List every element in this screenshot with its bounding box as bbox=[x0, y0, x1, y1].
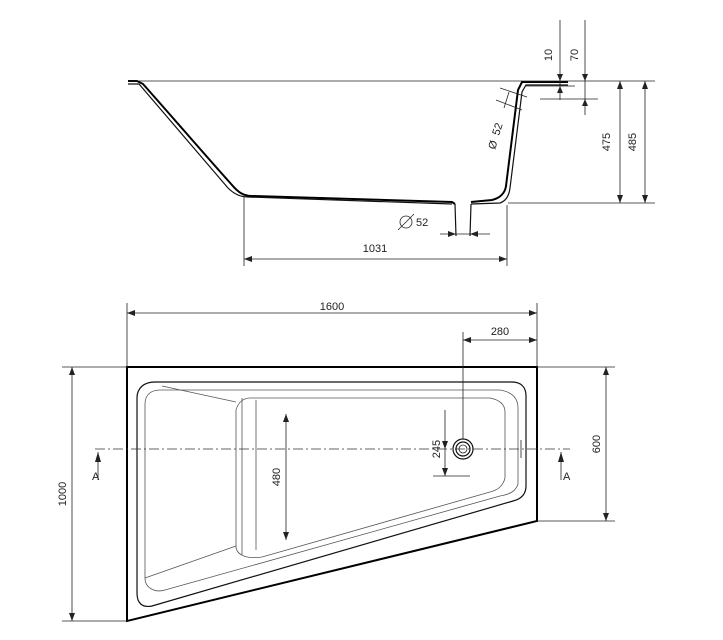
svg-text:A: A bbox=[563, 471, 571, 483]
dim-bottom-1031-label: 1031 bbox=[363, 243, 387, 255]
dim-drain-280-label: 280 bbox=[491, 326, 509, 338]
bath-side-profile-left bbox=[128, 80, 456, 205]
bath-outer-outline bbox=[126, 366, 538, 623]
dim-rim-10-label: 10 bbox=[543, 49, 555, 61]
dim-depth-475-label: 475 bbox=[601, 133, 613, 151]
section-mark-right: A bbox=[558, 452, 571, 483]
bath-side-profile-outer-left bbox=[128, 83, 453, 205]
dim-height-485-label: 485 bbox=[627, 133, 639, 151]
dim-drain-245-label: 245 bbox=[431, 440, 443, 458]
svg-text:Ø: Ø bbox=[486, 139, 500, 151]
overflow-diameter-label: Ø 52 bbox=[486, 122, 505, 151]
svg-text:52: 52 bbox=[490, 122, 505, 137]
dim-width-1000-label: 1000 bbox=[57, 482, 69, 506]
svg-text:A: A bbox=[92, 471, 100, 483]
top-plan-view: A A 1600 280 245 bbox=[57, 301, 615, 623]
overflow-dim-line bbox=[503, 91, 510, 109]
svg-text:52: 52 bbox=[416, 217, 428, 229]
dim-narrow-600-label: 600 bbox=[591, 435, 603, 453]
bath-inner-rim bbox=[136, 381, 527, 608]
bath-side-profile-outer-right bbox=[470, 84, 568, 205]
basin-inner-outline bbox=[144, 389, 519, 592]
drain-sump bbox=[454, 203, 472, 237]
drain-diameter-label: 52 bbox=[397, 213, 428, 231]
dim-inner-480-label: 480 bbox=[271, 468, 283, 486]
section-mark-left: A bbox=[92, 452, 101, 483]
bottom-pan-outline bbox=[235, 397, 506, 558]
bath-side-profile-right bbox=[470, 81, 568, 203]
side-section-view: 10 70 475 485 Ø 52 52 bbox=[128, 20, 655, 266]
dim-rim-70-label: 70 bbox=[569, 49, 581, 61]
dim-length-1600-label: 1600 bbox=[320, 301, 344, 313]
